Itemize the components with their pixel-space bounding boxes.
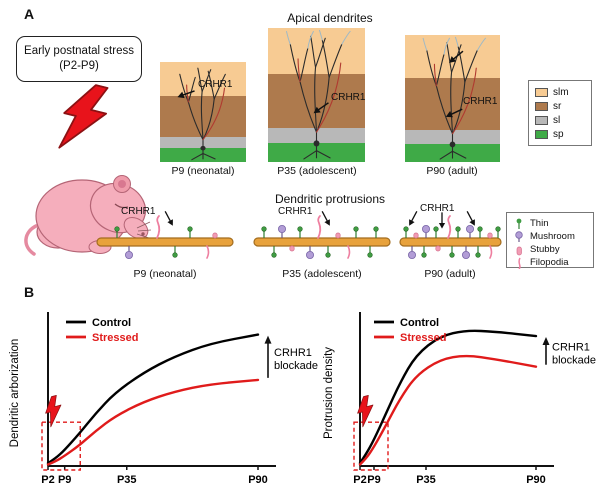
crhr1-label: CRHR1	[198, 79, 233, 90]
arrow-icon	[438, 212, 447, 230]
legend-row-sl: sl	[535, 115, 585, 126]
apical-dendrites-title: Apical dendrites	[287, 11, 373, 25]
cortex-panel-p90	[405, 35, 500, 162]
svg-text:CRHR1: CRHR1	[552, 341, 590, 353]
crhr1-label: CRHR1	[463, 96, 498, 107]
svg-text:P2: P2	[353, 474, 366, 486]
dendritic-tree-illustration	[405, 35, 500, 162]
crhr1-label: CRHR1	[331, 92, 366, 103]
svg-text:P90: P90	[248, 474, 268, 486]
sr-label: sr	[553, 100, 562, 112]
layer-sr	[160, 96, 246, 137]
svg-text:Stressed: Stressed	[92, 332, 138, 344]
thin-label: Thin	[530, 218, 549, 229]
svg-text:P90: P90	[526, 474, 546, 486]
chart-dendritic-arborization: P2 P9 P35 P90 Dendritic arborization ControlS…	[9, 312, 318, 486]
cortex-panel-p35	[268, 28, 365, 162]
cortex-caption-p90: P90 (adult)	[426, 165, 478, 177]
sr-swatch	[535, 101, 548, 111]
crhr1-label: CRHR1	[121, 206, 156, 217]
crhr1-label: CRHR1	[278, 206, 313, 217]
sl-swatch	[535, 115, 548, 125]
svg-text:P9: P9	[58, 474, 71, 486]
cortex-caption-p35: P35 (adolescent)	[277, 165, 357, 177]
rat-pup-illustration	[24, 175, 152, 256]
legend-row-sr: sr	[535, 101, 585, 112]
dendritic-tree-illustration	[160, 62, 246, 162]
sl-label: sl	[553, 114, 561, 126]
crhr1-label: CRHR1	[420, 203, 455, 214]
early-stress-line1: Early postnatal stress	[24, 45, 134, 58]
stubby-label: Stubby	[530, 244, 560, 255]
svg-text:P9: P9	[367, 474, 380, 486]
svg-text:blockade: blockade	[274, 360, 318, 372]
thin-spine-icon	[516, 218, 522, 229]
svg-text:Protrusion density: Protrusion density	[323, 347, 335, 439]
filopodia-label: Filopodia	[530, 257, 569, 268]
protrusion-legend: Thin Mushroom Stubby Filopodia	[506, 212, 594, 269]
protrusion-caption-p9: P9 (neonatal)	[133, 268, 197, 280]
svg-text:P35: P35	[416, 474, 436, 486]
panel-a-label: A	[24, 6, 35, 22]
legend-row-filopodia: Filopodia	[513, 256, 587, 269]
svg-text:Stressed: Stressed	[400, 332, 446, 344]
protrusion-caption-p90: P90 (adult)	[424, 268, 476, 280]
legend-row-stubby: Stubby	[513, 243, 587, 256]
sp-label: sp	[553, 128, 564, 140]
svg-text:blockade: blockade	[552, 354, 596, 366]
svg-text:CRHR1: CRHR1	[274, 347, 312, 359]
legend-row-thin: Thin	[513, 217, 587, 230]
protrusion-caption-p35: P35 (adolescent)	[282, 268, 362, 280]
legend-row-sp: sp	[535, 129, 585, 140]
filopodia-icon	[518, 257, 521, 269]
slm-label: slm	[553, 86, 569, 98]
slm-swatch	[535, 87, 548, 97]
early-stress-box: Early postnatal stress (P2-P9)	[16, 36, 142, 82]
cortex-panel-p9	[160, 62, 246, 162]
cortex-caption-p9: P9 (neonatal)	[171, 165, 235, 177]
svg-text:Control: Control	[92, 317, 131, 329]
legend-row-mushroom: Mushroom	[513, 230, 587, 243]
sp-swatch	[535, 129, 548, 139]
svg-text:Control: Control	[400, 317, 439, 329]
layer-sr	[405, 78, 500, 131]
panel-b-label: B	[24, 284, 35, 300]
mushroom-spine-icon	[515, 231, 523, 242]
protrusion-illustration-p35	[253, 215, 391, 260]
mushroom-label: Mushroom	[530, 231, 575, 242]
dendritic-tree-illustration	[268, 28, 365, 162]
svg-text:Dendritic arborization: Dendritic arborization	[9, 339, 21, 448]
svg-text:P35: P35	[117, 474, 137, 486]
layer-sr	[268, 73, 365, 129]
early-stress-line2: (P2-P9)	[59, 60, 99, 72]
stubby-spine-icon	[516, 246, 522, 256]
svg-text:P2: P2	[41, 474, 54, 486]
legend-row-slm: slm	[535, 87, 585, 98]
layer-legend: slm sr sl sp	[528, 80, 592, 146]
protrusion-illustration-p9	[96, 215, 234, 260]
protrusion-illustration-p90	[399, 215, 502, 260]
dendritic-protrusions-title: Dendritic protrusions	[274, 192, 386, 206]
